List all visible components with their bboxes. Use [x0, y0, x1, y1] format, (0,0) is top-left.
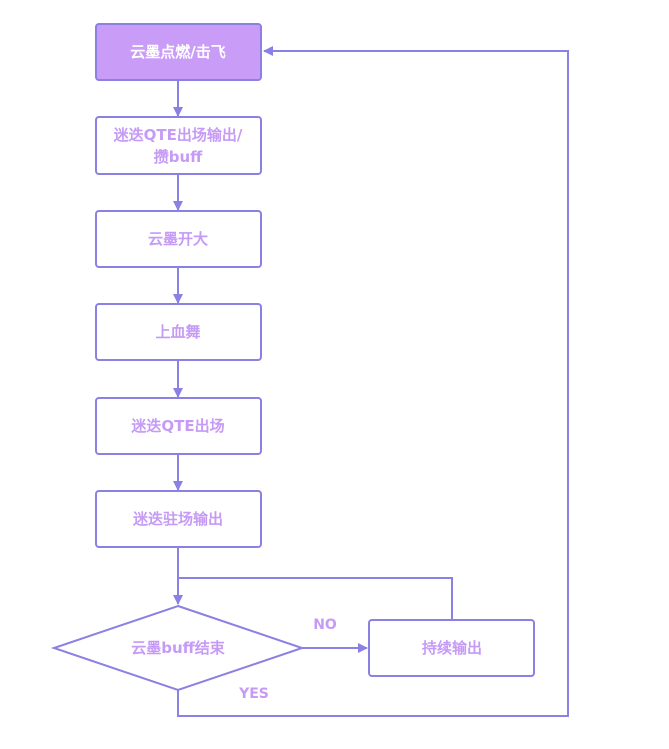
step-qte-output-label-line1: 迷迭QTE出场输出/ — [113, 126, 243, 144]
decision-node: 云墨buff结束 — [50, 604, 306, 692]
no-edge-label: NO — [313, 617, 337, 633]
step-qte-enter-node: 迷迭QTE出场 — [95, 397, 262, 455]
step-qte-output-label-line2: 攒buff — [154, 148, 203, 166]
step-field-output-node: 迷迭驻场输出 — [95, 490, 262, 548]
decision-label: 云墨buff结束 — [131, 639, 226, 657]
step-blood-dance-label: 上血舞 — [155, 323, 200, 341]
arrow-decision-yes-to-start — [177, 46, 569, 717]
step-yunmo-ultimate-label: 云墨开大 — [148, 230, 208, 248]
step-blood-dance-node: 上血舞 — [95, 303, 262, 361]
yes-edge-label: YES — [238, 686, 269, 702]
sustain-output-label: 持续输出 — [422, 639, 482, 657]
start-node-label: 云墨点燃/击飞 — [130, 43, 225, 61]
sustain-output-node: 持续输出 — [368, 619, 535, 677]
start-node: 云墨点燃/击飞 — [95, 23, 262, 81]
step-field-output-label: 迷迭驻场输出 — [132, 510, 223, 528]
loop-sustain-to-decision — [178, 577, 453, 620]
step-yunmo-ultimate-node: 云墨开大 — [95, 210, 262, 268]
step-qte-output-node: 迷迭QTE出场输出/ 攒buff — [95, 116, 262, 175]
step-qte-enter-label: 迷迭QTE出场 — [130, 417, 224, 435]
